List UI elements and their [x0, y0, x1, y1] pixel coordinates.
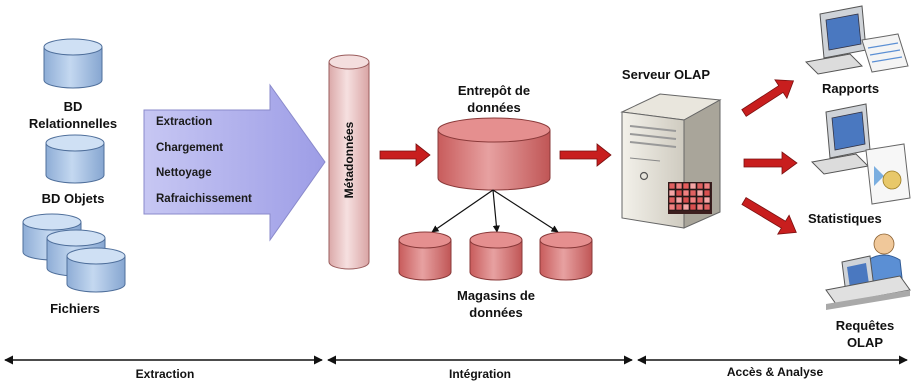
datamarts-label-line1: Magasins de	[456, 288, 536, 303]
statistics-computer-icon	[810, 103, 911, 205]
warehouse-label-line1: Entrepôt de	[457, 83, 531, 98]
arrow-to-stats	[743, 151, 798, 175]
relational-db-label-line1: BD	[63, 99, 83, 114]
metadata-label: Métadonnées	[342, 121, 356, 199]
datamart-cylinder	[469, 231, 523, 281]
olap-queries-label: Requêtes OLAP	[822, 317, 908, 351]
arrow-to-reports	[741, 79, 795, 117]
etl-arrow	[143, 83, 326, 242]
relational-db-label: BD Relationnelles	[18, 98, 128, 132]
warehouse-label: Entrepôt de données	[434, 82, 554, 116]
phase-access-analysis: Accès & Analyse	[726, 365, 824, 379]
etl-step-loading: Chargement	[156, 141, 224, 154]
etl-step-extraction: Extraction	[156, 116, 213, 128]
datamarts-label: Magasins de données	[436, 287, 556, 321]
olap-cube-icon	[668, 182, 712, 214]
etl-steps: Extraction Chargement Nettoyage Rafraich…	[156, 110, 252, 212]
reports-label: Rapports	[822, 81, 880, 96]
etl-step-refresh: Rafraichissement	[156, 192, 252, 205]
files-db-icon	[22, 213, 126, 293]
olap-queries-label-line1: Requêtes	[835, 318, 895, 333]
olap-server-label: Serveur OLAP	[621, 67, 711, 82]
arrow-to-queries	[741, 197, 797, 235]
arrow-to-warehouse	[379, 143, 431, 167]
object-db-label: BD Objets	[41, 191, 105, 206]
datamart-cylinder	[398, 231, 452, 281]
warehouse-label-line2: données	[467, 100, 521, 115]
metadata-cylinder	[328, 54, 370, 270]
warehouse-cylinder	[437, 117, 551, 191]
relational-db-icon	[43, 38, 103, 89]
datamart-cylinder	[539, 231, 593, 281]
phase-integration: Intégration	[449, 367, 511, 381]
arrow-to-olap	[559, 143, 612, 167]
datamarts-label-line2: données	[469, 305, 523, 320]
etl-step-cleaning: Nettoyage	[156, 167, 212, 179]
relational-db-label-line2: Relationnelles	[28, 116, 118, 131]
olap-queries-user-icon	[825, 233, 911, 310]
warehouse-to-marts-arrows	[431, 189, 559, 233]
statistics-label: Statistiques	[808, 211, 882, 226]
reports-computer-icon	[804, 5, 909, 75]
object-db-icon	[45, 134, 105, 184]
phase-extraction: Extraction	[135, 367, 195, 381]
files-label: Fichiers	[50, 301, 100, 316]
olap-queries-label-line2: OLAP	[846, 335, 884, 350]
